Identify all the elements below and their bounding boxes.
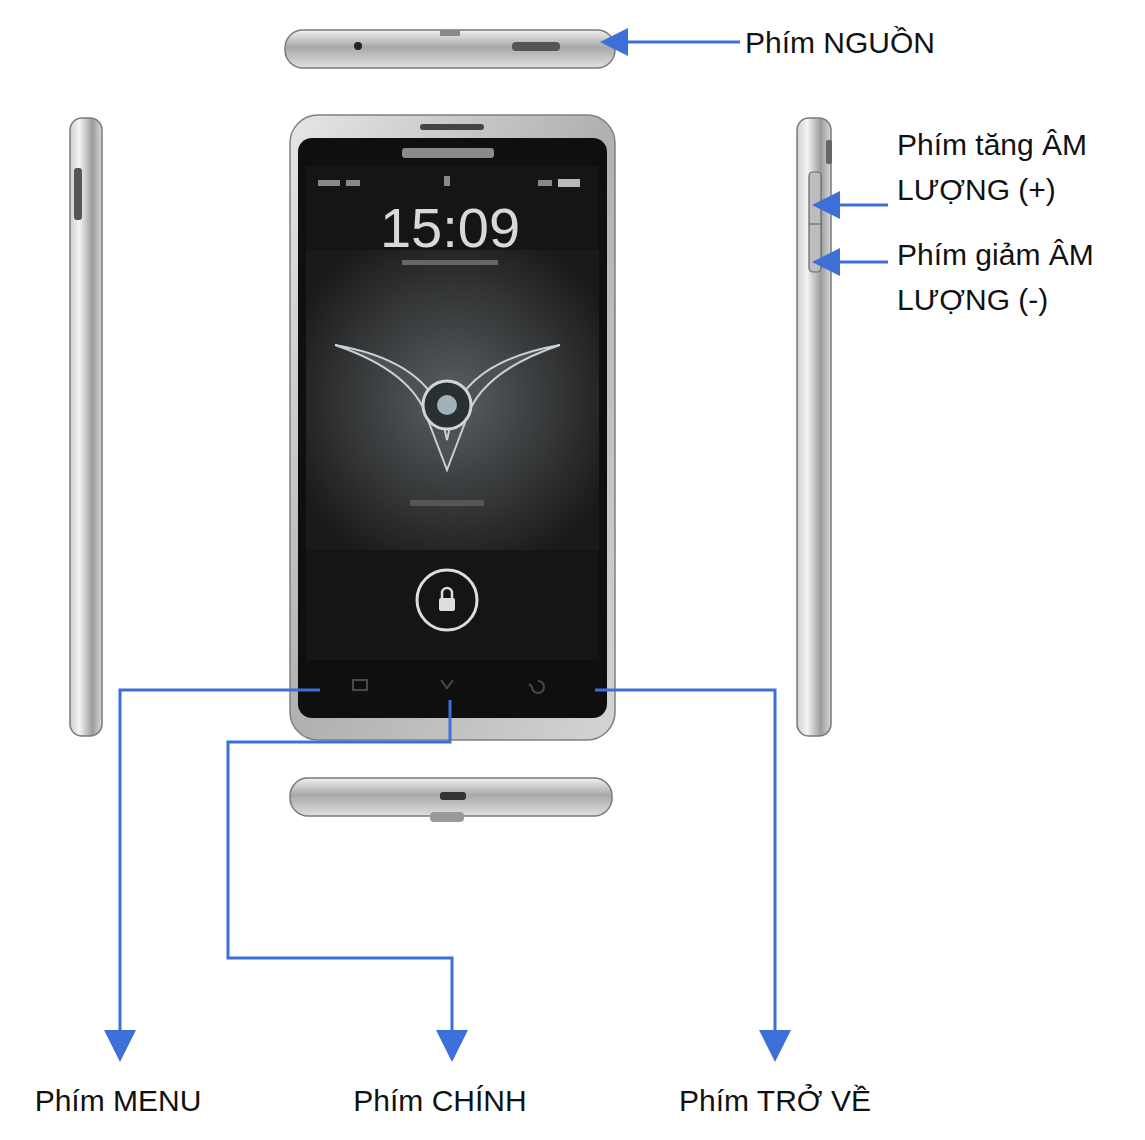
phone-front xyxy=(290,115,615,740)
phone-top-view xyxy=(285,30,615,68)
leader-lines xyxy=(120,42,888,1034)
home-key-label: Phím CHÍNH xyxy=(320,1078,560,1123)
screen-clock: 15:09 xyxy=(350,186,550,270)
arrowheads xyxy=(104,28,840,1062)
back-key-label: Phím TRỞ VỀ xyxy=(645,1078,905,1123)
power-key-label: Phím NGUỒN xyxy=(745,20,1125,65)
phone-bottom-view xyxy=(290,778,612,822)
menu-key-label: Phím MENU xyxy=(8,1078,228,1123)
phone-left-side xyxy=(70,118,102,736)
volume-up-label: Phím tăng ÂM LƯỢNG (+) xyxy=(897,122,1137,212)
volume-down-label: Phím giảm ÂM LƯỢNG (-) xyxy=(897,232,1137,322)
